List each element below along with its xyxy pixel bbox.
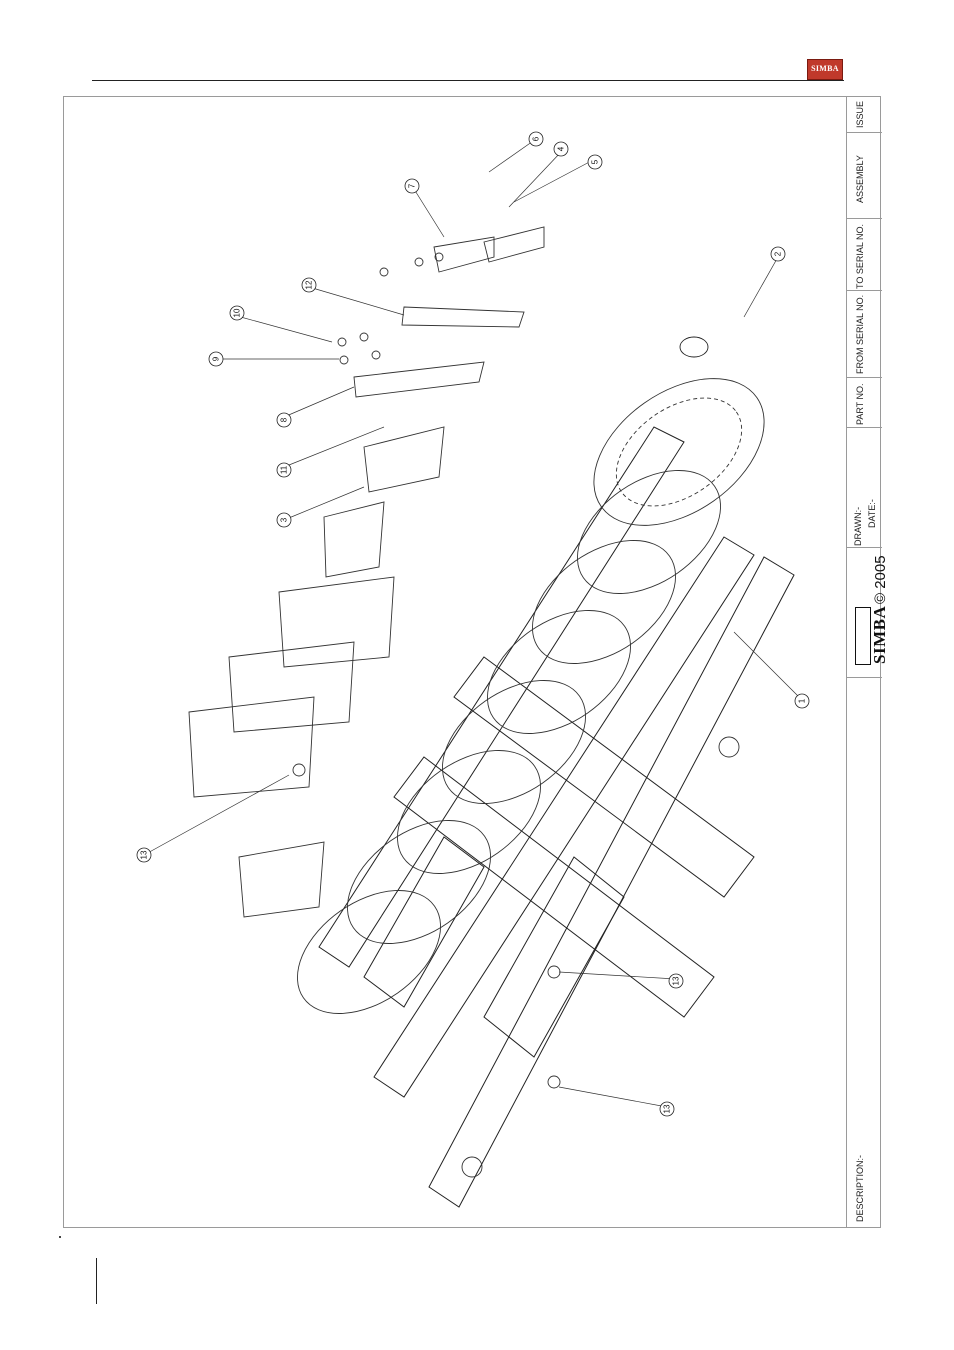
callout-2: 2 (774, 251, 783, 256)
disc (375, 725, 563, 899)
callout-13b: 13 (672, 976, 681, 985)
from-serial-cell: FROM SERIAL NO. (847, 291, 882, 378)
bracket-part (239, 842, 324, 917)
callout-11: 11 (280, 465, 289, 474)
bracket-part (364, 427, 444, 492)
callouts (137, 132, 809, 1116)
disc (325, 795, 513, 969)
callout-6: 6 (532, 136, 541, 141)
part-no-label: PART NO. (855, 383, 865, 425)
bracket-part (189, 697, 314, 797)
callout-1: 1 (798, 698, 807, 703)
date-label: DATE:- (867, 499, 877, 528)
callout-9: 9 (212, 356, 221, 361)
from-serial-label: FROM SERIAL NO. (855, 295, 865, 374)
header-rule (92, 80, 844, 81)
callout-4: 4 (557, 146, 566, 151)
issue-label: ISSUE (855, 101, 865, 128)
pivot-bush (548, 966, 560, 978)
page-mark (59, 1236, 61, 1238)
drawn-label: DRAWN:- (853, 507, 863, 546)
assembly-cell: ASSEMBLY (847, 133, 882, 219)
callout-8: 8 (280, 417, 289, 422)
callout-13c: 13 (663, 1104, 672, 1113)
to-serial-cell: TO SERIAL NO. (847, 219, 882, 291)
callout-12: 12 (305, 280, 314, 289)
simba-stamp (855, 607, 871, 665)
nut (415, 258, 423, 266)
disc (510, 515, 698, 689)
nut (372, 351, 380, 359)
hitch-arm-2 (364, 837, 484, 1007)
bracket-part (402, 307, 524, 327)
frame-beam-center (374, 537, 754, 1097)
part-no-cell: PART NO. (847, 378, 882, 428)
issue-cell: ISSUE (847, 96, 882, 133)
copyright-text: © 2005 (872, 555, 889, 604)
pivot-bush (548, 1076, 560, 1088)
assembly-label: ASSEMBLY (855, 155, 865, 203)
nut (340, 356, 348, 364)
exploded-assembly-drawing: 1 2 3 4 5 6 7 8 9 10 11 12 13 13 13 (64, 97, 846, 1227)
bracket-part (229, 642, 354, 732)
simba-brand-name: SIMBA (870, 606, 890, 664)
disc-hub (680, 337, 708, 357)
nut (380, 268, 388, 276)
callout-10: 10 (233, 308, 242, 317)
simba-logo: SIMBA (807, 59, 843, 80)
disc (567, 348, 791, 555)
description-label: DESCRIPTION:- (855, 1155, 865, 1222)
disc (555, 445, 743, 619)
footer-rule (96, 1258, 97, 1304)
callout-3: 3 (280, 517, 289, 522)
drawn-date-cell: DRAWN:- DATE:- (847, 428, 882, 548)
pivot-bush (293, 764, 305, 776)
callout-13a: 13 (140, 850, 149, 859)
bracket-part (324, 502, 384, 577)
wheel-pivot (719, 737, 739, 757)
callout-5: 5 (591, 159, 600, 164)
wheel-pivot (462, 1157, 482, 1177)
to-serial-label: TO SERIAL NO. (855, 224, 865, 289)
bracket-part (354, 362, 484, 397)
disc (465, 585, 653, 759)
nut (360, 333, 368, 341)
bracket-part (484, 227, 544, 262)
disc (596, 376, 761, 528)
bracket-part (434, 237, 494, 272)
callout-7: 7 (408, 183, 417, 188)
bracket-part (279, 577, 394, 667)
nut (338, 338, 346, 346)
